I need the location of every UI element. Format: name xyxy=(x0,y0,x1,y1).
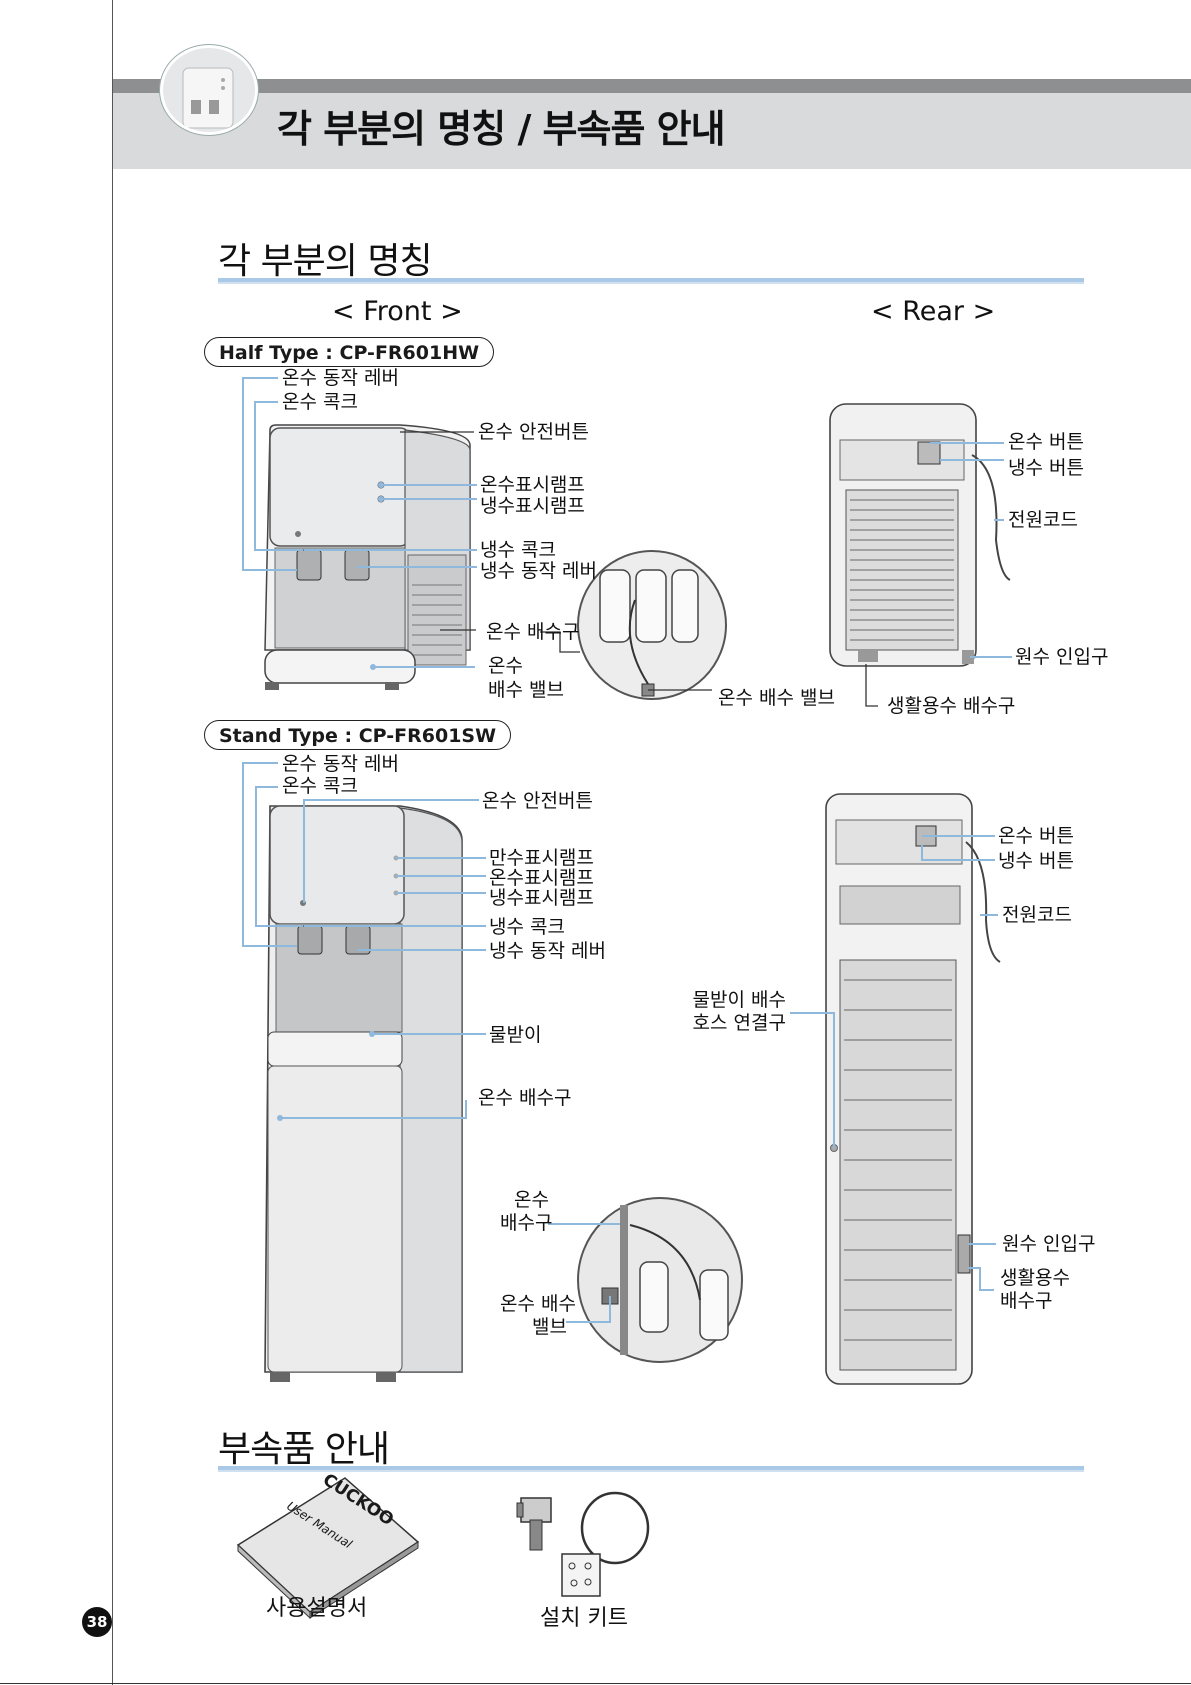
stand-rear-waste-outlet-callout-1: 생활용수 xyxy=(1000,1267,1070,1289)
left-margin-rule xyxy=(112,0,113,1685)
stand-cold-cock-callout: 냉수 콕크 xyxy=(489,916,565,938)
stand-rear-cold-button-callout: 냉수 버튼 xyxy=(998,850,1074,872)
stand-hot-lever-callout: 온수 동작 레버 xyxy=(282,753,399,775)
front-view-label: < Front > xyxy=(332,296,463,327)
half-zoom-valve-callout: 온수 배수 밸브 xyxy=(718,687,835,709)
page-title: 각 부분의 명칭 / 부속품 안내 xyxy=(277,107,726,151)
header-stripe xyxy=(113,79,1191,93)
parts-section-rule xyxy=(218,278,1084,284)
half-cold-lamp-callout: 냉수표시램프 xyxy=(480,495,585,517)
kit-caption: 설치 키트 xyxy=(540,1606,628,1631)
half-rear-power-cord-callout: 전원코드 xyxy=(1008,509,1078,531)
stand-hot-cock-callout: 온수 콕크 xyxy=(282,775,358,797)
half-rear-raw-inlet-callout: 원수 인입구 xyxy=(1015,646,1109,668)
stand-zoom-valve-callout-1: 온수 배수 xyxy=(500,1293,576,1315)
stand-drip-tray-callout: 물받이 xyxy=(489,1024,542,1046)
accessories-section-rule xyxy=(218,1466,1084,1472)
parts-section-title: 각 부분의 명칭 xyxy=(218,241,433,282)
half-rear-waste-outlet-callout: 생활용수 배수구 xyxy=(887,695,1016,717)
stand-cold-lever-callout: 냉수 동작 레버 xyxy=(489,940,606,962)
half-hot-safety-button-callout: 온수 안전버튼 xyxy=(478,421,589,443)
half-hot-cock-callout: 온수 콕크 xyxy=(282,391,358,413)
stand-rear-tray-hose-callout-2: 호스 연결구 xyxy=(692,1012,786,1034)
accessories-section-title: 부속품 안내 xyxy=(218,1429,390,1470)
half-cold-cock-callout: 냉수 콕크 xyxy=(480,539,556,561)
stand-rear-power-cord-callout: 전원코드 xyxy=(1002,904,1072,926)
half-hot-lamp-callout: 온수표시램프 xyxy=(480,474,585,496)
half-hot-lever-callout: 온수 동작 레버 xyxy=(282,367,399,389)
half-rear-hot-button-callout: 온수 버튼 xyxy=(1008,431,1084,453)
bottom-rule xyxy=(0,1683,1191,1684)
stand-rear-hot-button-callout: 온수 버튼 xyxy=(998,825,1074,847)
half-cold-lever-callout: 냉수 동작 레버 xyxy=(480,560,597,582)
manual-caption: 사용설명서 xyxy=(266,1596,368,1621)
page-number: 38 xyxy=(82,1607,112,1637)
stand-rear-waste-outlet-callout-2: 배수구 xyxy=(1000,1290,1053,1312)
rear-view-label: < Rear > xyxy=(871,296,996,327)
half-hot-drain-valve-callout-1: 온수 xyxy=(488,655,523,677)
stand-full-lamp-callout: 만수표시램프 xyxy=(489,847,594,869)
stand-rear-tray-hose-callout-1: 물받이 배수 xyxy=(692,989,786,1011)
header-product-photo xyxy=(160,45,258,135)
stand-cold-lamp-callout: 냉수표시램프 xyxy=(489,887,594,909)
stand-type-model-label: Stand Type : CP-FR601SW xyxy=(204,720,512,750)
half-hot-drain-callout: 온수 배수구 xyxy=(486,621,580,643)
stand-hot-lamp-callout: 온수표시램프 xyxy=(489,867,594,889)
stand-zoom-drain-callout-2: 배수구 xyxy=(500,1212,553,1234)
mini-purifier-icon xyxy=(182,67,234,129)
stand-zoom-valve-callout-2: 밸브 xyxy=(532,1316,567,1338)
stand-hot-safety-button-callout: 온수 안전버튼 xyxy=(482,790,593,812)
header-band xyxy=(113,79,1191,169)
stand-zoom-drain-callout-1: 온수 xyxy=(514,1189,549,1211)
stand-rear-raw-inlet-callout: 원수 인입구 xyxy=(1002,1233,1096,1255)
stand-hot-drain-callout: 온수 배수구 xyxy=(478,1087,572,1109)
half-type-model-label: Half Type : CP-FR601HW xyxy=(204,337,495,367)
half-hot-drain-valve-callout-2: 배수 밸브 xyxy=(488,679,564,701)
half-rear-cold-button-callout: 냉수 버튼 xyxy=(1008,457,1084,479)
